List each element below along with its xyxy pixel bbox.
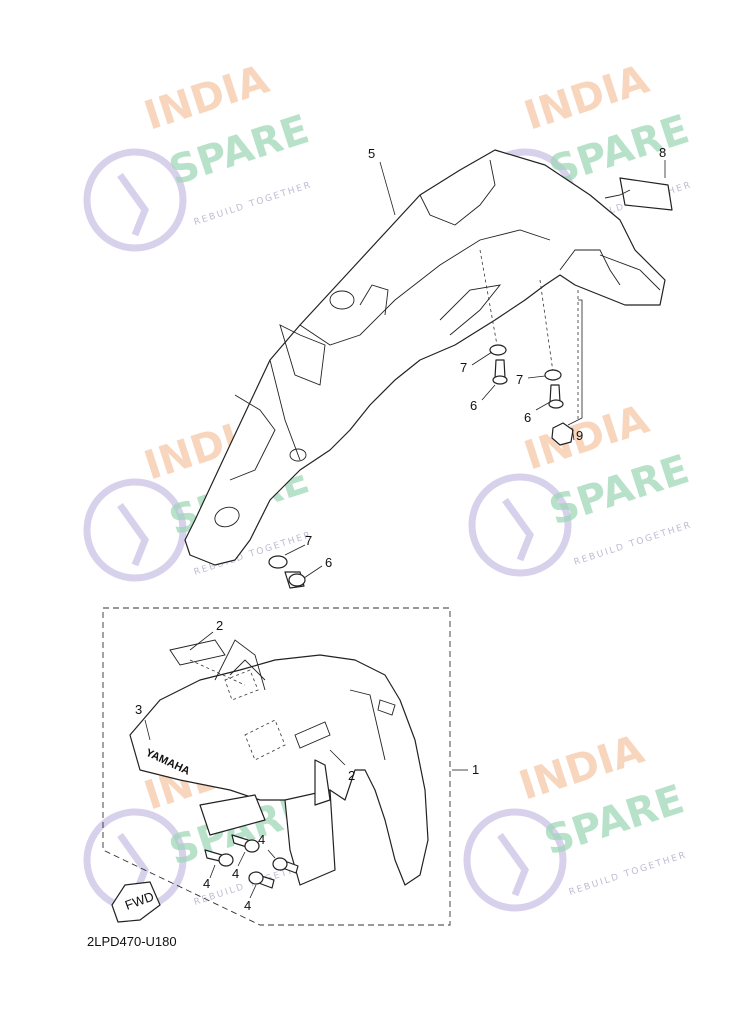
callout-5: 5 <box>368 146 375 161</box>
callout-2: 2 <box>216 618 223 633</box>
rear-hardware <box>268 249 583 589</box>
callouts: 5 8 7 6 7 6 9 7 6 2 3 2 1 4 4 4 4 <box>135 145 666 913</box>
callout-8: 8 <box>659 145 666 160</box>
watermark-tagline: REBUILD TOGETHER <box>568 850 689 898</box>
forward-arrow: FWD <box>111 881 161 923</box>
callout-7: 7 <box>516 372 523 387</box>
watermark-top-left: INDIA SPARE REBUILD TOGETHER <box>83 56 315 252</box>
callout-9: 9 <box>576 428 583 443</box>
watermark-tagline: REBUILD TOGETHER <box>573 520 694 568</box>
callout-7: 7 <box>305 533 312 548</box>
callout-3: 3 <box>135 702 142 717</box>
callout-4: 4 <box>244 898 251 913</box>
rear-fender <box>184 149 666 566</box>
watermark-bottom-right: INDIA SPARE REBUILD TOGETHER <box>463 726 690 912</box>
callout-1: 1 <box>472 762 479 777</box>
callout-4: 4 <box>203 876 210 891</box>
callout-4: 4 <box>232 866 239 881</box>
callout-6: 6 <box>470 398 477 413</box>
callout-6: 6 <box>524 410 531 425</box>
front-bolts <box>204 834 299 889</box>
watermark-tagline: REBUILD TOGETHER <box>193 180 314 228</box>
license-light <box>604 177 673 211</box>
callout-4: 4 <box>258 832 265 847</box>
callout-6: 6 <box>325 555 332 570</box>
callout-2: 2 <box>348 768 355 783</box>
watermark-mid-right: INDIA SPARE REBUILD TOGETHER <box>468 396 695 577</box>
front-fender <box>129 639 429 886</box>
drawing-code: 2LPD470-U180 <box>87 934 177 949</box>
callout-7: 7 <box>460 360 467 375</box>
